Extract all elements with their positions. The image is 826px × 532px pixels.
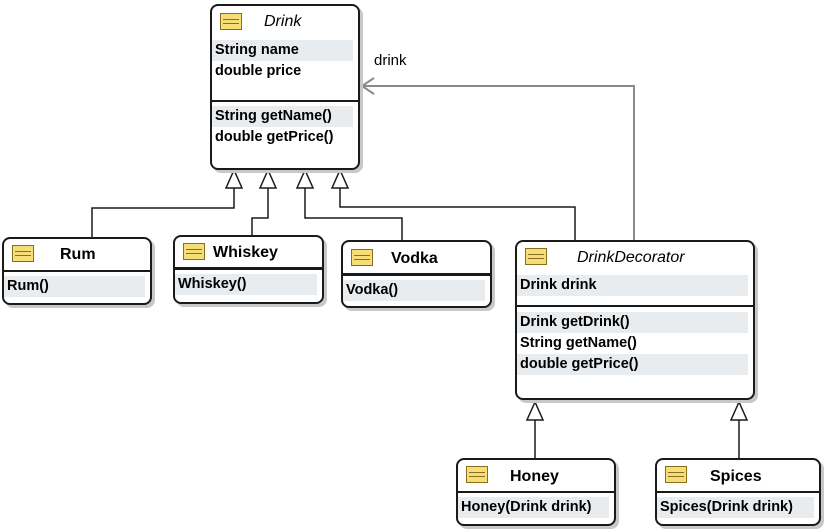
method-row: Vodka() <box>343 280 485 301</box>
class-name: DrinkDecorator <box>577 249 685 266</box>
vodka-generalization-line <box>304 188 403 241</box>
methods-section: Vodka() <box>343 273 490 301</box>
method-row: Rum() <box>4 276 145 297</box>
class-icon <box>220 13 242 30</box>
association-arrowhead <box>360 77 375 95</box>
methods-section: Drink getDrink() String getName() double… <box>517 305 753 375</box>
class-honey[interactable]: Honey Honey(Drink drink) <box>456 458 616 526</box>
rum-generalization-line <box>91 188 235 237</box>
method-row: Whiskey() <box>175 274 317 295</box>
class-icon <box>183 243 205 260</box>
class-rum-header: Rum <box>4 239 150 270</box>
method-row: String getName() <box>520 335 637 351</box>
class-whiskey-header: Whiskey <box>175 237 322 267</box>
class-icon <box>466 466 488 483</box>
class-spices-header: Spices <box>657 460 819 491</box>
class-name: Vodka <box>391 250 438 267</box>
method-row: String getName() <box>212 106 353 127</box>
whiskey-generalization-arrowhead <box>258 168 278 189</box>
attribute-row: Drink drink <box>517 275 748 296</box>
class-name: Whiskey <box>213 244 278 261</box>
class-icon <box>12 245 34 262</box>
methods-section: Whiskey() <box>175 267 322 295</box>
class-vodka-header: Vodka <box>343 242 490 273</box>
method-row: Spices(Drink drink) <box>657 497 814 518</box>
class-drink-header: Drink <box>212 6 358 38</box>
methods-section: Rum() <box>4 270 150 297</box>
association-line <box>362 85 635 241</box>
class-drink-decorator-header: DrinkDecorator <box>517 242 753 273</box>
methods-section: String getName() double getPrice() <box>212 100 358 148</box>
class-whiskey[interactable]: Whiskey Whiskey() <box>173 235 324 304</box>
class-rum[interactable]: Rum Rum() <box>2 237 152 305</box>
attributes-section: String name double price <box>212 38 358 100</box>
methods-section: Spices(Drink drink) <box>657 491 819 518</box>
whiskey-generalization-line <box>251 188 269 237</box>
class-name: Honey <box>510 468 559 485</box>
rum-generalization-arrowhead <box>224 168 244 189</box>
class-drink-decorator[interactable]: DrinkDecorator Drink drink Drink getDrin… <box>515 240 755 400</box>
class-spices[interactable]: Spices Spices(Drink drink) <box>655 458 821 526</box>
class-icon <box>665 466 687 483</box>
attributes-section: Drink drink <box>517 273 753 305</box>
vodka-generalization-arrowhead <box>295 168 315 189</box>
class-drink[interactable]: Drink String name double price String ge… <box>210 4 360 170</box>
class-honey-header: Honey <box>458 460 614 491</box>
class-icon <box>525 248 547 265</box>
decorator-generalization-line <box>339 188 576 241</box>
methods-section: Honey(Drink drink) <box>458 491 614 518</box>
spices-generalization-arrowhead <box>729 400 749 421</box>
method-row: double getPrice() <box>517 354 748 375</box>
decorator-generalization-arrowhead <box>330 168 350 189</box>
method-row: double getPrice() <box>215 129 334 145</box>
class-name: Rum <box>60 246 96 263</box>
attribute-row: String name <box>212 40 353 61</box>
class-name: Spices <box>710 468 762 485</box>
method-row: Honey(Drink drink) <box>458 497 609 518</box>
honey-generalization-arrowhead <box>525 400 545 421</box>
class-name: Drink <box>264 13 302 30</box>
class-icon <box>351 249 373 266</box>
association-label: drink <box>374 52 407 69</box>
method-row: Drink getDrink() <box>517 312 748 333</box>
attribute-row: double price <box>215 63 302 79</box>
class-vodka[interactable]: Vodka Vodka() <box>341 240 492 308</box>
